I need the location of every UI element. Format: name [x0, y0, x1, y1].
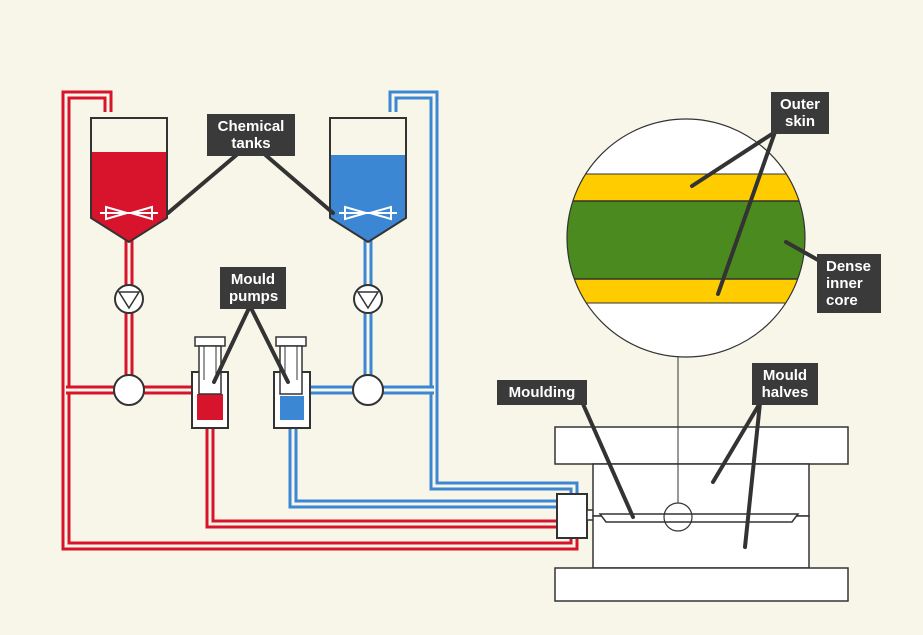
blue-return-pipe	[388, 90, 579, 500]
red-tank-mixer-icon	[100, 205, 158, 221]
mould-pumps-label: Mould pumps	[220, 267, 286, 309]
callout-lines	[166, 130, 820, 549]
blue-circulation-pump-icon	[353, 284, 383, 314]
mixing-head	[556, 493, 598, 539]
red-output-pipe	[205, 425, 565, 529]
mould-bottom-plate	[554, 567, 849, 602]
outer-skin-bottom	[567, 279, 805, 303]
mould-lower-half	[592, 515, 810, 569]
dense-inner-core	[567, 201, 805, 279]
mould	[554, 355, 849, 602]
magnified-cross-section	[566, 118, 806, 358]
red-mould-pump	[191, 336, 229, 429]
moulding-part	[598, 513, 800, 523]
outer-skin-top	[567, 174, 805, 201]
blue-valve-icon	[352, 374, 384, 406]
blue-pipes	[288, 90, 579, 509]
mould-upper-half	[592, 463, 810, 517]
mould-halves-label: Mould halves	[752, 363, 818, 405]
blue-output-pipe	[288, 425, 565, 509]
dense-inner-core-label: Dense inner core	[817, 254, 881, 313]
moulding-label: Moulding	[497, 380, 587, 405]
red-circulation-pump-icon	[114, 284, 144, 314]
blue-chemical-tank	[329, 117, 407, 244]
chemical-tanks-label: Chemical tanks	[207, 114, 295, 156]
red-pipes	[61, 90, 579, 551]
blue-tank-mixer-icon	[339, 205, 397, 221]
red-chemical-tank	[90, 117, 168, 244]
red-valve-icon	[113, 374, 145, 406]
mould-top-plate	[554, 426, 849, 465]
outer-skin-label: Outer skin	[771, 92, 829, 134]
blue-mould-pump	[273, 336, 311, 429]
